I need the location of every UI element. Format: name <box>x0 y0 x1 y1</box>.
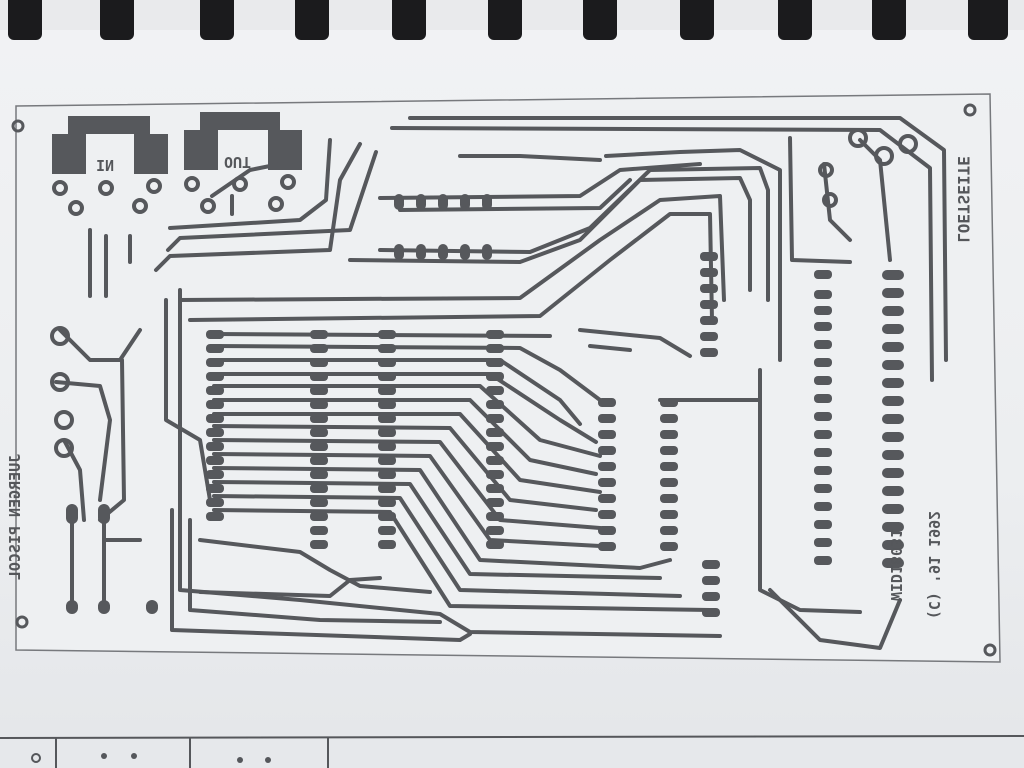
connector-out-label: OUT <box>224 153 252 171</box>
ic-pads <box>66 194 904 617</box>
copyright-label: (C) '91 1992 <box>925 510 944 620</box>
binding-hole <box>8 0 42 40</box>
code-label: WID18031 <box>887 528 906 602</box>
next-page-strip <box>0 735 1024 768</box>
mounting-holes <box>11 103 997 657</box>
connector-in <box>52 116 168 174</box>
binding-hole <box>680 0 714 40</box>
binding-hole <box>968 0 1008 40</box>
binding-hole <box>778 0 812 40</box>
title-label: LOETSEITE <box>953 156 973 243</box>
binding-hole <box>488 0 522 40</box>
binding-hole <box>100 0 134 40</box>
binding-hole <box>200 0 234 40</box>
binding-hole <box>583 0 617 40</box>
binding-hole <box>295 0 329 40</box>
connector-in-label: IN <box>96 156 115 174</box>
author-label: JUERGEN PISCOL <box>6 453 25 581</box>
round-pads <box>50 128 918 458</box>
binding-hole <box>392 0 426 40</box>
binding-hole <box>872 0 906 40</box>
